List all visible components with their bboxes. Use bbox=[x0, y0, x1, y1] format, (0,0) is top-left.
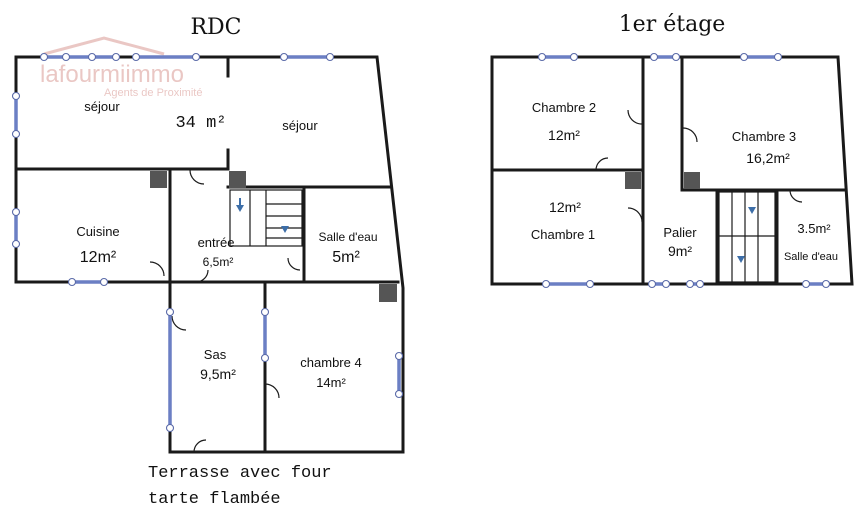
chimney bbox=[379, 284, 397, 302]
label-sas-area: 9,5m² bbox=[200, 366, 236, 382]
label-palier: Palier bbox=[663, 225, 697, 240]
label-sejour-right: séjour bbox=[282, 118, 318, 133]
ground-floor-plan: séjour 34 m² séjour Cuisine 12m² entrée … bbox=[11, 52, 405, 454]
watermark-logo: lafourmiimmo Agents de Proximité bbox=[40, 36, 202, 99]
roof-icon bbox=[43, 36, 165, 56]
label-salle-deau-etage: Salle d'eau bbox=[784, 251, 838, 263]
door bbox=[627, 207, 643, 223]
chimney bbox=[684, 172, 700, 189]
door bbox=[264, 383, 280, 399]
label-chambre4: chambre 4 bbox=[300, 355, 361, 370]
door bbox=[193, 439, 207, 453]
label-sejour-left: séjour bbox=[84, 99, 120, 114]
label-salle-deau-area: 5m² bbox=[332, 249, 360, 266]
chimney bbox=[229, 171, 246, 188]
label-entree: entrée bbox=[198, 235, 235, 250]
label-chambre3: Chambre 3 bbox=[732, 129, 796, 144]
label-entree-area: 6,5m² bbox=[203, 255, 234, 269]
label-cuisine: Cuisine bbox=[76, 224, 119, 239]
title-rdc: RDC bbox=[190, 15, 241, 40]
label-chambre3-area: 16,2m² bbox=[746, 150, 790, 166]
label-chambre1-area: 12m² bbox=[549, 199, 581, 215]
watermark-brand: lafourmiimmo bbox=[40, 61, 184, 88]
etage-outer-wall bbox=[490, 55, 854, 286]
caption-line2: tarte flambée bbox=[148, 490, 281, 509]
door bbox=[287, 257, 301, 271]
label-sejour-area: 34 m² bbox=[175, 114, 226, 133]
door bbox=[627, 109, 643, 125]
label-salle-deau-etage-area: 3.5m² bbox=[797, 221, 831, 236]
door bbox=[149, 261, 165, 277]
door bbox=[595, 157, 609, 171]
rdc-windows bbox=[11, 52, 404, 433]
title-first-floor: 1er étage bbox=[619, 12, 726, 37]
label-salle-deau: Salle d'eau bbox=[318, 230, 377, 244]
first-floor-plan: Chambre 2 12m² 12m² Chambre 1 Palier 9m²… bbox=[490, 52, 854, 289]
door bbox=[682, 127, 698, 143]
watermark-tagline: Agents de Proximité bbox=[104, 87, 202, 99]
chimney bbox=[625, 172, 641, 189]
etage-windows bbox=[537, 52, 831, 289]
door bbox=[171, 315, 187, 331]
chimney bbox=[150, 171, 167, 188]
label-sas: Sas bbox=[204, 347, 227, 362]
caption-line1: Terrasse avec four bbox=[148, 464, 332, 483]
label-cuisine-area: 12m² bbox=[80, 249, 117, 266]
door bbox=[189, 169, 205, 185]
door bbox=[195, 269, 209, 283]
staircase-etage bbox=[718, 191, 776, 283]
label-palier-area: 9m² bbox=[668, 243, 692, 259]
label-chambre2-area: 12m² bbox=[548, 127, 580, 143]
label-chambre2: Chambre 2 bbox=[532, 100, 596, 115]
label-chambre4-area: 14m² bbox=[316, 375, 346, 390]
label-chambre1: Chambre 1 bbox=[531, 227, 595, 242]
staircase-rdc bbox=[229, 189, 303, 247]
door bbox=[789, 189, 803, 203]
